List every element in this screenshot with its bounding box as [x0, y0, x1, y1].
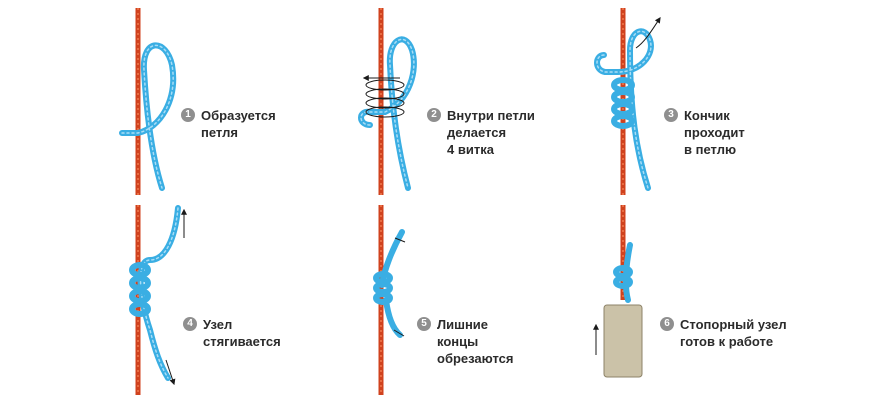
pull-down-arrow-step-4	[165, 359, 176, 386]
step-6-label: 6 Стопорный узел готов к работе	[660, 316, 787, 350]
knot-line-step-2	[358, 36, 417, 191]
step-4-text: Узел стягивается	[203, 317, 281, 349]
step-1-badge: 1	[181, 108, 195, 122]
step-5-label: 5 Лишние концы обрезаются	[417, 316, 513, 367]
step-5-text: Лишние концы обрезаются	[437, 317, 514, 366]
step-1-label: 1 Образуется петля	[181, 107, 276, 141]
wraps-step-5	[373, 271, 393, 305]
knot-line-step-1	[119, 42, 177, 191]
wrap-guide-step-2	[365, 79, 405, 118]
tip-direction-arrow-step-3	[635, 17, 661, 49]
step-3-badge: 3	[664, 108, 678, 122]
step-4-label: 4 Узел стягивается	[183, 316, 281, 350]
step-5-badge: 5	[417, 317, 431, 331]
step-4-badge: 4	[183, 317, 197, 331]
step-3-label: 3 Кончик проходит в петлю	[664, 107, 745, 158]
wraps-step-3	[611, 77, 635, 129]
cut-marks-step-5	[393, 237, 406, 337]
step-2-label: 2 Внутри петли делается 4 витка	[427, 107, 535, 158]
step-2-text: Внутри петли делается 4 витка	[447, 108, 535, 157]
float-step-6	[603, 304, 643, 378]
wraps-step-4	[129, 262, 151, 317]
wraps-step-6	[613, 265, 633, 289]
step-2-badge: 2	[427, 108, 441, 122]
step-6-text: Стопорный узел готов к работе	[680, 317, 787, 349]
step-1-text: Образуется петля	[201, 108, 276, 140]
step-6-badge: 6	[660, 317, 674, 331]
step-3-text: Кончик проходит в петлю	[684, 108, 745, 157]
